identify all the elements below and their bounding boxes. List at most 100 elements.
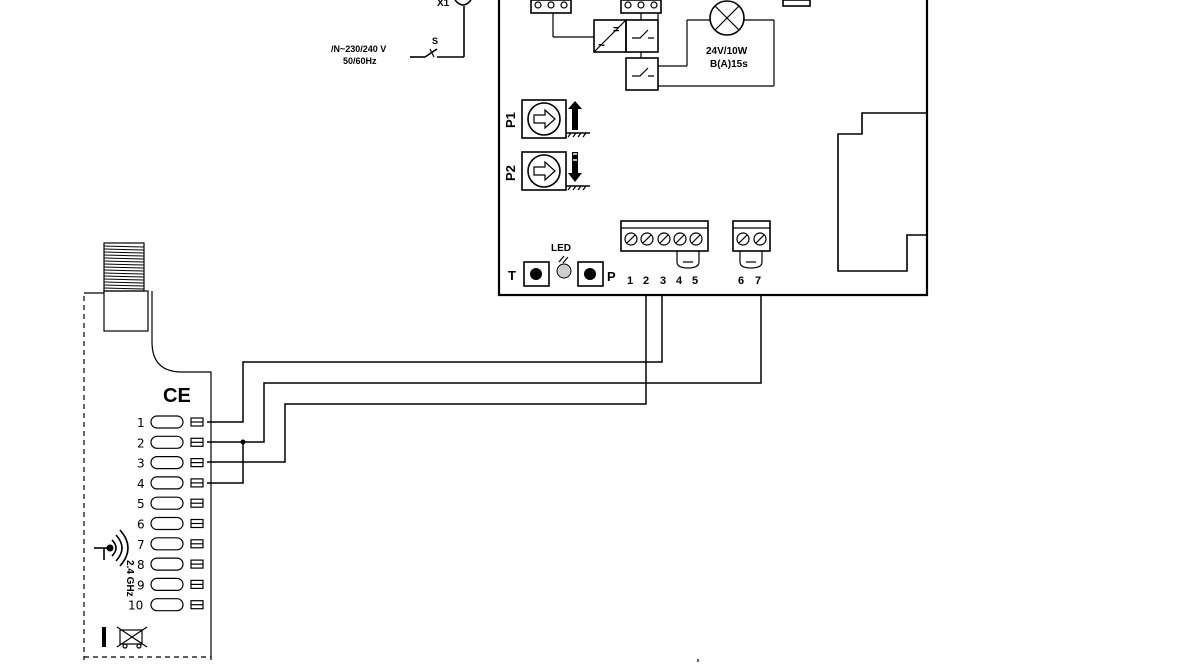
bin-wheel (122, 643, 128, 649)
terminal-numbers-1-5: 1 2 3 4 5 (627, 275, 698, 287)
channel-number: 4 (137, 477, 145, 491)
channel-row: 4 (137, 476, 204, 491)
channel-row: 7 (137, 537, 204, 552)
coil-winding (103, 281, 145, 284)
lamp-timing-label: B(A)15s (710, 59, 748, 70)
channel-number: 3 (137, 457, 145, 471)
t-label: T (508, 268, 516, 283)
screw-slot (642, 234, 652, 244)
t-button-dot (530, 268, 542, 280)
screw-icon (637, 1, 645, 9)
status-led (556, 263, 572, 279)
terminal-3-label: 3 (660, 275, 666, 287)
terminal-1-label: 1 (627, 275, 633, 287)
lamp-cross (714, 5, 740, 31)
p-label: P (607, 269, 616, 284)
p1-trimmer[interactable] (521, 99, 567, 139)
p-button[interactable] (577, 261, 604, 287)
screw-slot (691, 234, 701, 244)
terminal-block-top-left (530, 0, 572, 14)
channel-connector-pad (150, 435, 184, 449)
battery-bar-icon (102, 627, 106, 647)
screw-slot (675, 234, 685, 244)
terminal-4-label: 4 (676, 275, 683, 287)
channel-connector-pad (150, 577, 184, 592)
screw-icon (650, 1, 658, 9)
signal-wave (115, 534, 123, 562)
screw-icon (624, 1, 632, 9)
channel-connector-pad (150, 415, 184, 429)
arrow-down-icon (568, 152, 582, 182)
coil-winding (103, 251, 145, 254)
coil-winding (103, 266, 145, 269)
relay-contact-2 (625, 57, 659, 91)
crossed-bin-icon (116, 626, 148, 649)
channel-connector-pad (150, 456, 184, 470)
channel-row: 2 (137, 435, 204, 450)
terminal-5-label: 5 (692, 275, 698, 287)
screw-icon (560, 1, 568, 9)
channel-row: 5 (137, 496, 204, 511)
mains-supply: X1 S /N~230/240 V 50/60Hz (331, 0, 472, 66)
board-outline (497, 0, 929, 297)
coil-winding (103, 284, 145, 287)
coil-winding (103, 272, 145, 275)
p1-label: P1 (503, 112, 518, 128)
arrow-right-icon (533, 160, 556, 182)
led-light-rays-icon (558, 255, 569, 264)
frequency-label: 2.4 GHz (124, 560, 135, 597)
coil-winding (103, 269, 145, 272)
p2-dial[interactable] (527, 154, 561, 188)
screw-slot (626, 234, 636, 244)
supply-frequency-label: 50/60Hz (343, 56, 377, 66)
screw-icon (547, 1, 555, 9)
p2-trimmer[interactable] (521, 151, 567, 191)
switch-s-tick (429, 48, 435, 58)
bin-body (119, 629, 143, 645)
p2-label: P2 (503, 165, 518, 181)
arrow-up-icon (568, 101, 582, 130)
p1-dial[interactable] (527, 102, 561, 136)
ac-symbol: ~ (598, 38, 605, 52)
bin-cross (116, 626, 148, 648)
t-button[interactable] (523, 261, 550, 287)
terminal-block-6-7 (732, 220, 771, 252)
channel-connector-pad (150, 598, 184, 612)
ground-hatch-marks (567, 185, 587, 191)
channel-row: 3 (137, 456, 204, 471)
signal-wave (111, 539, 117, 557)
coil-winding (103, 260, 145, 263)
antenna-dot (106, 544, 114, 552)
coil-winding (103, 278, 145, 281)
wire-terminal2-to-ch3 (207, 296, 647, 463)
channel-number: 7 (137, 538, 145, 552)
channel-number: 6 (137, 518, 145, 532)
switch-s-label: S (432, 36, 438, 46)
terminal-2-label: 2 (643, 275, 649, 287)
screw-slot (659, 234, 669, 244)
coil-winding (103, 248, 145, 251)
channel-row: 6 (137, 516, 204, 532)
antenna-base (103, 290, 149, 332)
channel-number: 10 (128, 599, 143, 613)
jumper-6-7 (739, 251, 763, 269)
x1-connector-symbol (454, 0, 472, 6)
channel-number: 2 (137, 436, 145, 450)
connector-slot (837, 112, 927, 272)
control-board: = ~ 24V/10W B(A)15s P1 P2 (497, 0, 929, 297)
wire-junction-dot (240, 439, 246, 445)
wire-terminal7-to-ch2 (207, 296, 762, 443)
coil-winding (103, 245, 145, 248)
channel-connector-pad (150, 557, 184, 571)
terminal-block-top-far (782, 0, 811, 7)
terminal-screws-1-5 (624, 232, 703, 246)
screw-icon (624, 232, 638, 246)
wire-bridge-ch2-ch4 (207, 442, 244, 484)
ce-mark: CE (163, 385, 191, 407)
wireless-signal-icon (94, 529, 129, 567)
led-label: LED (551, 243, 571, 254)
terminal-7-label: 7 (755, 275, 761, 287)
coil-winding (103, 275, 145, 278)
channel-row: 10 (128, 598, 204, 613)
